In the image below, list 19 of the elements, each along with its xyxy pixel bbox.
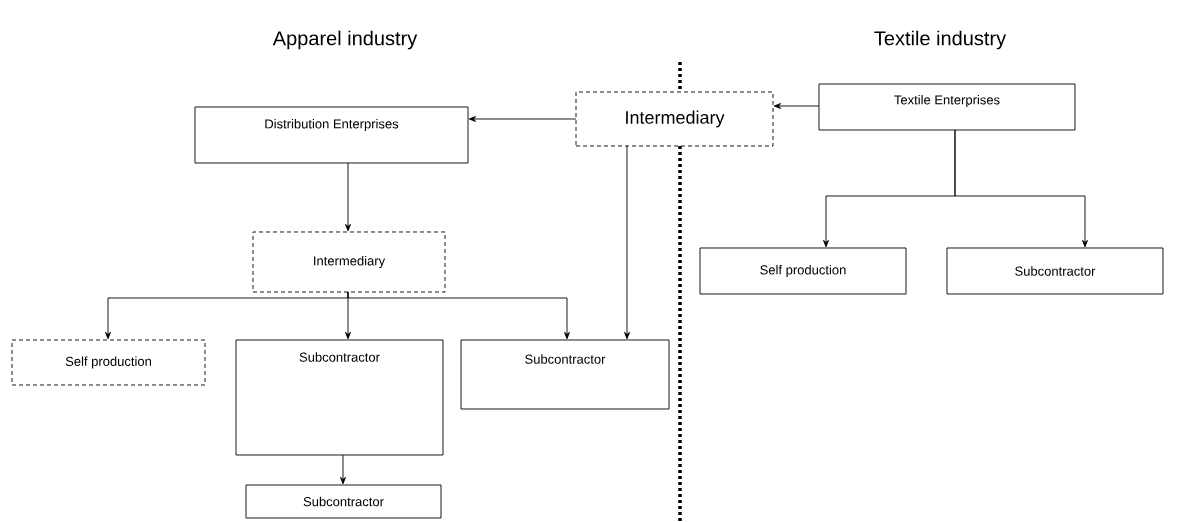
arrow (773, 103, 820, 109)
process-box: Subcontractor (235, 339, 444, 456)
section-heading: Textile industry (874, 30, 1007, 50)
arrow (468, 116, 577, 122)
section-heading: Apparel industry (272, 30, 418, 50)
dashed-box: Intermediary (575, 91, 774, 147)
dashed-box: Intermediary (252, 231, 446, 293)
process-box: Distribution Enterprises (194, 106, 469, 164)
arrow (954, 129, 1088, 248)
arrow (340, 454, 346, 485)
process-box: Textile Enterprises (818, 83, 1076, 131)
dashed-box: Self production (11, 339, 206, 386)
arrow (624, 145, 630, 340)
arrow (345, 162, 351, 232)
process-box: Subcontractor (460, 339, 670, 410)
arrow (347, 291, 570, 340)
process-box: Self production (699, 247, 907, 295)
process-box: Subcontractor (946, 247, 1164, 295)
process-box: Subcontractor (245, 484, 442, 519)
